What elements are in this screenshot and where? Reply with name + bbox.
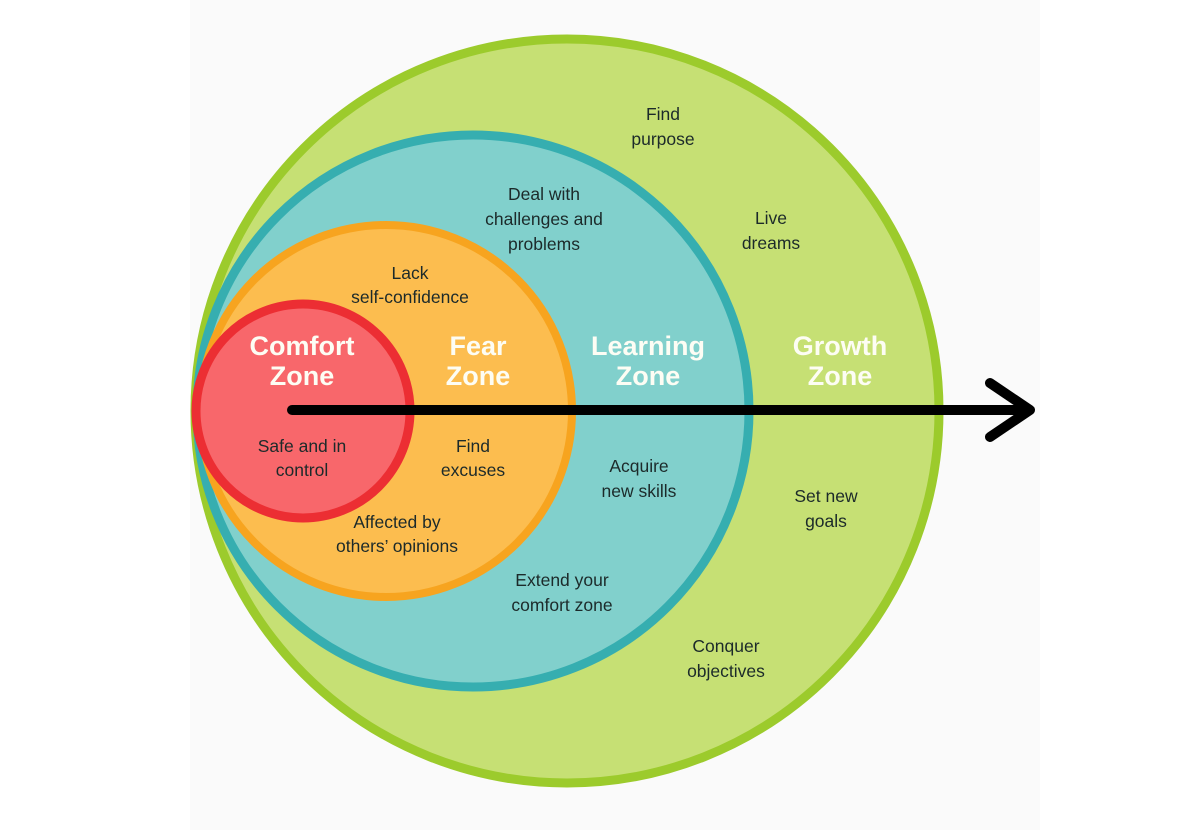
note-line: excuses — [441, 460, 505, 480]
note-find-purpose: Find purpose — [631, 104, 694, 149]
comfort-zone-title-line-2: Zone — [270, 361, 335, 391]
growth-zone-title-line-1: Growth — [793, 331, 888, 361]
note-extend-your-comfort-zone: Extend your comfort zone — [511, 570, 612, 615]
note-line: dreams — [742, 233, 801, 253]
arrow-head-icon — [985, 378, 1035, 442]
note-line: Acquire — [609, 456, 668, 476]
learning-zone-title: Learning Zone — [591, 331, 705, 391]
note-line: goals — [805, 511, 847, 531]
note-line: challenges and — [485, 209, 603, 229]
note-safe-and-in-control: Safe and in control — [258, 436, 347, 480]
comfort-zone-title-line-1: Comfort — [250, 331, 355, 361]
note-line: Safe and in — [258, 436, 347, 456]
note-line: objectives — [687, 661, 765, 681]
note-conquer-objectives: Conquer objectives — [687, 636, 765, 681]
fear-zone-title-line-2: Zone — [446, 361, 511, 391]
note-line: new skills — [602, 481, 677, 501]
note-line: Extend your — [515, 570, 609, 590]
note-line: Find — [646, 104, 680, 124]
note-line: others’ opinions — [336, 536, 458, 556]
note-line: purpose — [631, 129, 694, 149]
note-line: Affected by — [353, 512, 440, 532]
learning-zone-title-line-1: Learning — [591, 331, 705, 361]
note-line: Deal with — [508, 184, 580, 204]
fear-zone-title: Fear Zone — [446, 331, 511, 391]
note-line: self-confidence — [351, 287, 469, 307]
note-line: problems — [508, 234, 580, 254]
note-deal-with-challenges: Deal with challenges and problems — [485, 184, 603, 254]
note-line: control — [276, 460, 329, 480]
note-live-dreams: Live dreams — [742, 208, 801, 253]
fear-zone-title-line-1: Fear — [449, 331, 507, 361]
growth-zone-title: Growth Zone — [793, 331, 888, 391]
note-line: Conquer — [692, 636, 759, 656]
note-set-new-goals: Set new goals — [794, 486, 858, 531]
note-line: Set new — [794, 486, 858, 506]
note-line: Lack — [392, 263, 429, 283]
growth-zone-title-line-2: Zone — [808, 361, 873, 391]
note-line: Find — [456, 436, 490, 456]
learning-zone-title-line-2: Zone — [616, 361, 681, 391]
progression-arrow — [287, 378, 1035, 442]
note-affected-by-others-opinions: Affected by others’ opinions — [336, 512, 458, 556]
note-acquire-new-skills: Acquire new skills — [602, 456, 677, 501]
note-line: comfort zone — [511, 595, 612, 615]
comfort-zone-title: Comfort Zone — [250, 331, 355, 391]
note-lack-self-confidence: Lack self-confidence — [351, 263, 469, 307]
note-line: Live — [755, 208, 787, 228]
note-find-excuses: Find excuses — [441, 436, 505, 480]
